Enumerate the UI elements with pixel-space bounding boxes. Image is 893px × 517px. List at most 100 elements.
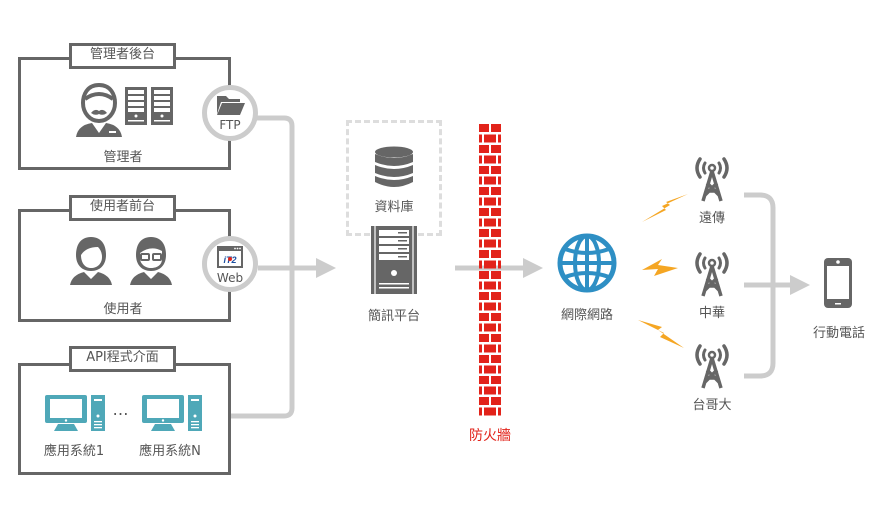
brick-wall-icon [479,124,501,416]
system-n-label: 應用系統N [139,444,201,459]
admin-caption: 管理者 [103,150,143,165]
brick [484,365,496,374]
user-caption: 使用者 [103,302,143,317]
brick [479,124,489,132]
brick [484,323,496,332]
brick [491,397,501,405]
brick [484,134,496,143]
globe-icon [557,233,617,293]
brick [484,281,496,290]
brick [479,376,489,384]
brick [498,386,501,395]
brick [498,155,501,164]
ftp-channel-badge: FTP [202,85,258,141]
brick [479,176,482,185]
api-title: API程式介面 [69,346,176,372]
arrow-head-platform [316,258,336,278]
brick [479,155,482,164]
ftp-label: FTP [219,118,241,132]
server-rack-icon [151,87,173,125]
brick [479,166,489,174]
brick [498,218,501,227]
brick [491,166,501,174]
admin-backend-title: 管理者後台 [69,43,176,69]
brick [479,208,489,216]
carrier-label: 中華 [698,306,725,321]
system-1-label: 應用系統1 [43,444,105,459]
brick [498,134,501,143]
brick [479,271,489,279]
brick [479,365,482,374]
brick [479,281,482,290]
brick [479,260,482,269]
brick [498,302,501,311]
brick [479,134,482,143]
brick [479,197,482,206]
arrow-head-mobile [790,275,810,295]
internet-label: 網際網路 [560,308,613,323]
sms-platform-label: 簡訊平台 [367,309,420,324]
brick [498,197,501,206]
brick [498,176,501,185]
brick [479,323,482,332]
brick [491,313,501,321]
brick [484,344,496,353]
brick [491,250,501,258]
lightning-icon [638,320,684,348]
brick [498,260,501,269]
brick [479,250,489,258]
brick [498,281,501,290]
brick [484,239,496,248]
cell-tower-icon [695,157,729,202]
brick [498,407,501,416]
brick [479,239,482,248]
brick [484,302,496,311]
cell-tower-icon [695,252,729,297]
systems-ellipsis: … [112,400,130,419]
admin-user-icon [76,83,122,137]
lightning-icon [642,259,678,276]
server-tower-icon [371,226,417,294]
brick [491,208,501,216]
brick [479,187,489,195]
browser-window-icon: iT2 [217,246,243,268]
brick [491,376,501,384]
brick [479,397,489,405]
firewall-label: 防火牆 [469,428,511,444]
brick [491,355,501,363]
brick [491,187,501,195]
arrow-head-internet [523,258,543,278]
brick [498,323,501,332]
brick [491,334,501,342]
brick [479,302,482,311]
brick [491,229,501,237]
brick [479,292,489,300]
brick [484,197,496,206]
brick [491,271,501,279]
brick [491,292,501,300]
male-glasses-user-icon [130,237,172,285]
brick [479,334,489,342]
brick [498,365,501,374]
brick [498,344,501,353]
carrier-label: 遠傳 [698,211,725,226]
carrier-label: 台哥大 [692,398,732,413]
brick [479,145,489,153]
smartphone-icon [824,258,852,308]
brick [479,313,489,321]
brick [479,407,482,416]
brick [479,229,489,237]
brick [484,260,496,269]
brick [484,386,496,395]
web-label: Web [216,271,244,285]
database-icon [375,146,413,187]
brick [479,344,482,353]
web-channel-badge: iT2 Web [202,236,258,292]
cell-tower-icon [695,344,729,389]
brick [479,355,489,363]
brick [498,239,501,248]
brick [491,124,501,132]
female-user-icon [70,237,112,285]
user-frontend-title: 使用者前台 [69,195,176,221]
mobile-label: 行動電話 [812,326,865,341]
